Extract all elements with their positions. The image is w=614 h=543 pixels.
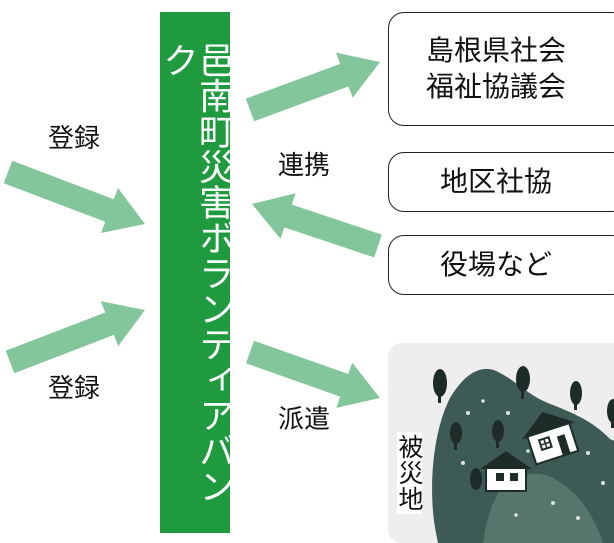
register-arrow-top: [3, 160, 146, 233]
shimane-council-box: 島根県社会 福祉協議会: [388, 12, 614, 126]
town-office-box: 役場など: [388, 235, 614, 295]
volunteer-bank-bar: 邑南町災害ボランティアバンク: [157, 12, 234, 533]
cooperation-arrow-out: [245, 52, 380, 122]
disaster-area-label: 被災地: [395, 432, 424, 514]
dispatch-arrow: [246, 340, 380, 408]
district-council-box: 地区社協: [388, 152, 614, 212]
register-label-top: 登録: [48, 124, 101, 154]
district-council-label: 地区社協: [439, 164, 552, 198]
shimane-council-label: 島根県社会 福祉協議会: [425, 33, 566, 103]
landslide-illustration: [388, 343, 614, 543]
register-arrow-bottom: [5, 301, 146, 374]
dispatch-label: 派遣: [278, 405, 331, 435]
volunteer-bank-title: 邑南町災害ボランティアバンク: [157, 42, 234, 504]
town-office-label: 役場など: [439, 247, 552, 281]
register-label-bottom: 登録: [48, 374, 101, 404]
cooperation-label: 連携: [278, 151, 331, 181]
cooperation-arrow-in: [252, 193, 382, 258]
disaster-area-illustration: [388, 343, 614, 543]
